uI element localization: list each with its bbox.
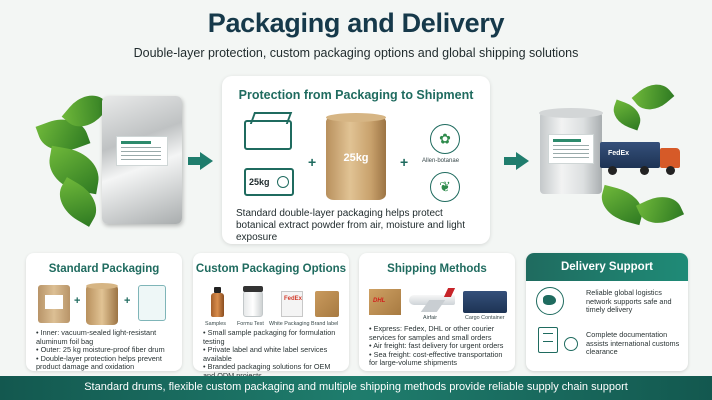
- list-item: Small sample packaging for formulation t…: [203, 328, 341, 346]
- arrow-right-icon: [188, 152, 213, 170]
- sample-label: Samples: [205, 321, 226, 327]
- metal-drum-image: [539, 108, 603, 194]
- footer-banner: Standard drums, flexible custom packagin…: [0, 376, 712, 400]
- shipping-methods-list: Express: Fedex, DHL or other courier ser…: [369, 324, 507, 368]
- plus-icon: +: [308, 154, 317, 170]
- page-title: Packaging and Delivery: [207, 8, 505, 38]
- list-item: Private label and white label services a…: [203, 345, 341, 363]
- sprout-icon: ❦: [430, 172, 460, 202]
- fiber-drum-image: 25kg: [326, 113, 386, 200]
- delivery-support-card: Delivery Support Reliable global logisti…: [526, 253, 688, 371]
- customs-plane-icon: [564, 337, 578, 351]
- delivery-item-logistics: Reliable global logistics network suppor…: [586, 288, 672, 315]
- formula-test-label: Formu Test: [237, 321, 264, 327]
- protection-description: Standard double-layer packaging helps pr…: [236, 208, 465, 243]
- list-item: Outer: 25 kg moisture-proof fiber drum: [36, 346, 174, 355]
- delivery-truck-image: FedEx: [600, 140, 680, 180]
- courier-box-brand: DHL: [373, 298, 386, 304]
- drum-weight-label: 25kg: [343, 152, 369, 164]
- document-icon: [538, 327, 558, 353]
- list-item: Inner: vacuum-sealed light-resistant alu…: [36, 328, 174, 346]
- white-packaging-icon: FedEx: [281, 291, 303, 317]
- shipping-methods-card: Shipping Methods DHL Airfair Cargo Conta…: [359, 253, 515, 371]
- courier-box-icon: DHL: [369, 289, 401, 315]
- list-item: Branded packaging solutions for OEM and …: [203, 363, 341, 380]
- standard-packaging-list: Inner: vacuum-sealed light-resistant alu…: [36, 328, 174, 372]
- air-label: Airfair: [423, 315, 438, 321]
- cargo-container-icon: [463, 291, 507, 313]
- list-item: Sea freight: cost-effective transportati…: [369, 350, 507, 368]
- arrow-right-icon: [504, 152, 529, 170]
- leaf-icon: [635, 188, 685, 232]
- package-box-icon: [244, 120, 292, 150]
- plus-icon: +: [400, 154, 409, 170]
- plus-icon: +: [74, 295, 81, 307]
- container-label: Cargo Container: [465, 315, 505, 321]
- protection-title: Protection from Packaging to Shipment: [238, 88, 474, 102]
- standard-packaging-title: Standard Packaging: [48, 263, 160, 275]
- label-sheet-icon: [138, 285, 166, 321]
- standard-packaging-card: Standard Packaging + + Inner: vacuum-sea…: [26, 253, 182, 371]
- fiber-drum-icon: [86, 283, 118, 325]
- list-item: Double-layer protection helps prevent pr…: [36, 354, 174, 372]
- box-brand-label: FedEx: [284, 296, 303, 302]
- protection-card: Protection from Packaging to Shipment 25…: [222, 76, 490, 244]
- plus-icon: +: [124, 295, 131, 307]
- botanical-icon: ✿: [430, 124, 460, 154]
- custom-packaging-title: Custom Packaging Options: [195, 263, 347, 275]
- botanical-icon-caption: Allen-botanae: [422, 158, 460, 164]
- delivery-support-title: Delivery Support: [526, 253, 688, 281]
- brand-label-label: Brand label: [311, 321, 339, 327]
- weight-tag-icon: 25kg: [244, 168, 294, 196]
- foil-bag-image: [102, 96, 182, 224]
- truck-brand-label: FedEx: [608, 150, 630, 157]
- brand-label-box-icon: [315, 291, 339, 317]
- test-jar-icon: [243, 286, 263, 317]
- sample-bottle-icon: [211, 287, 224, 317]
- custom-packaging-list: Small sample packaging for formulation t…: [203, 328, 341, 381]
- white-packaging-label: White Packaging: [269, 321, 310, 327]
- globe-icon: [536, 287, 564, 315]
- custom-packaging-card: Custom Packaging Options Samples Formu T…: [193, 253, 349, 380]
- weight-tag-label: 25kg: [249, 177, 270, 187]
- foil-bag-icon: [38, 285, 70, 323]
- page-subtitle: Double-layer protection, custom packagin…: [133, 46, 579, 60]
- shipping-methods-title: Shipping Methods: [387, 263, 487, 275]
- airplane-icon: [409, 295, 455, 305]
- list-item: Air freight: fast delivery for urgent or…: [369, 342, 507, 351]
- delivery-item-documentation: Complete documentation assists internati…: [586, 330, 680, 357]
- list-item: Express: Fedex, DHL or other courier ser…: [369, 324, 507, 342]
